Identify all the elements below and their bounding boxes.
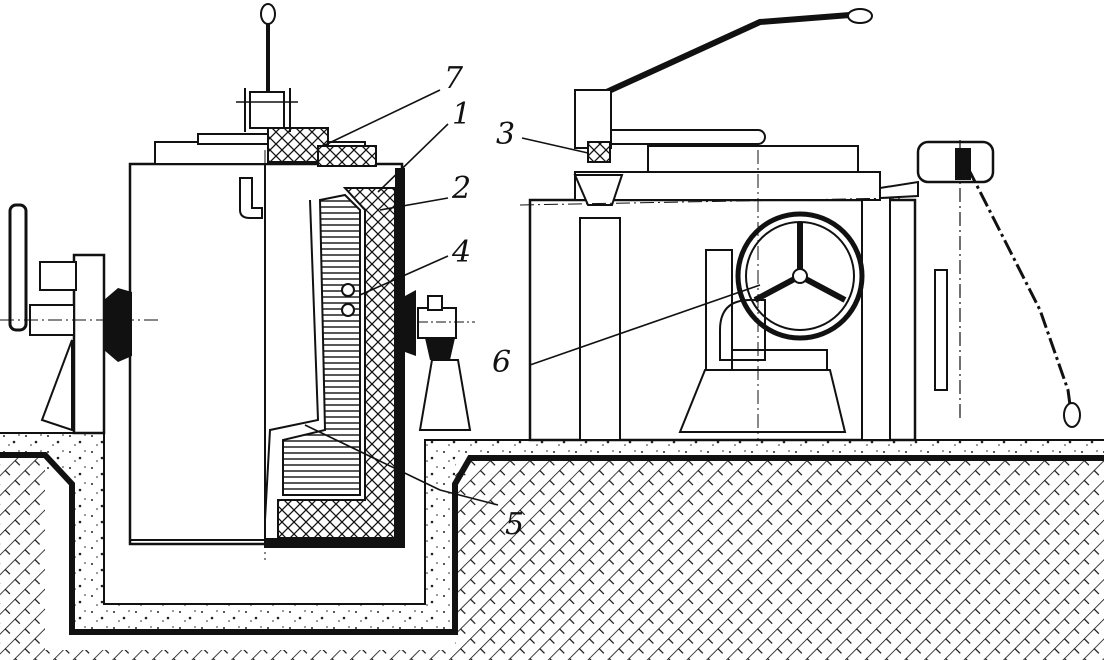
right-pedestal <box>400 290 475 431</box>
labels: 7 1 2 3 4 5 6 <box>444 61 524 542</box>
label-5: 5 <box>505 507 524 542</box>
left-pedestal <box>0 203 160 435</box>
label-3: 3 <box>496 117 515 152</box>
furnace-left <box>128 3 405 560</box>
furnace-right <box>519 8 1081 442</box>
label-4: 4 <box>451 235 471 270</box>
foundation <box>0 432 1104 660</box>
label-6: 6 <box>492 345 511 380</box>
label-7: 7 <box>444 61 464 96</box>
label-1: 1 <box>452 97 471 132</box>
label-2: 2 <box>451 171 471 206</box>
leader-lines <box>304 89 761 506</box>
